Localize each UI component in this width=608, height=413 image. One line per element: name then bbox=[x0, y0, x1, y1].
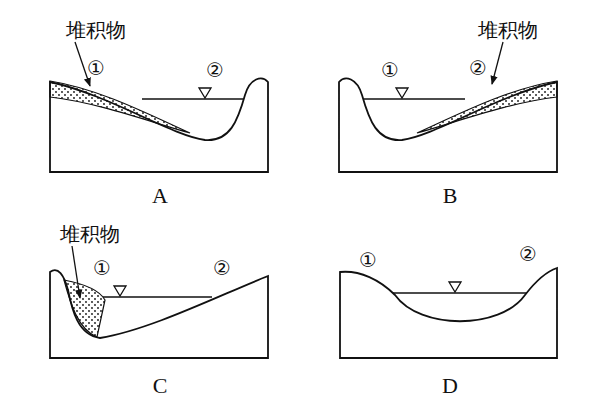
callout-number: ① bbox=[381, 59, 399, 81]
section-c bbox=[50, 270, 268, 358]
section-d bbox=[340, 268, 557, 358]
section-a bbox=[50, 78, 268, 172]
panel-letter: B bbox=[443, 184, 458, 208]
callout-number: ① bbox=[87, 57, 105, 79]
panel-letter: C bbox=[153, 374, 168, 398]
leader-line bbox=[492, 42, 503, 84]
callout-number: ② bbox=[213, 257, 231, 279]
section-b bbox=[339, 78, 557, 172]
callout-number: ② bbox=[206, 59, 224, 81]
callout-number: ① bbox=[359, 249, 377, 271]
leader-line bbox=[72, 246, 80, 298]
deposit-label: 堆积物 bbox=[60, 223, 120, 245]
deposit-label: 堆积物 bbox=[478, 19, 538, 41]
callout-number: ② bbox=[469, 57, 487, 79]
callout-number: ② bbox=[519, 243, 537, 265]
panel-letter: D bbox=[442, 374, 458, 398]
callout-number: ① bbox=[93, 257, 111, 279]
panel-letter: A bbox=[152, 184, 168, 208]
deposit-label: 堆积物 bbox=[66, 19, 126, 41]
